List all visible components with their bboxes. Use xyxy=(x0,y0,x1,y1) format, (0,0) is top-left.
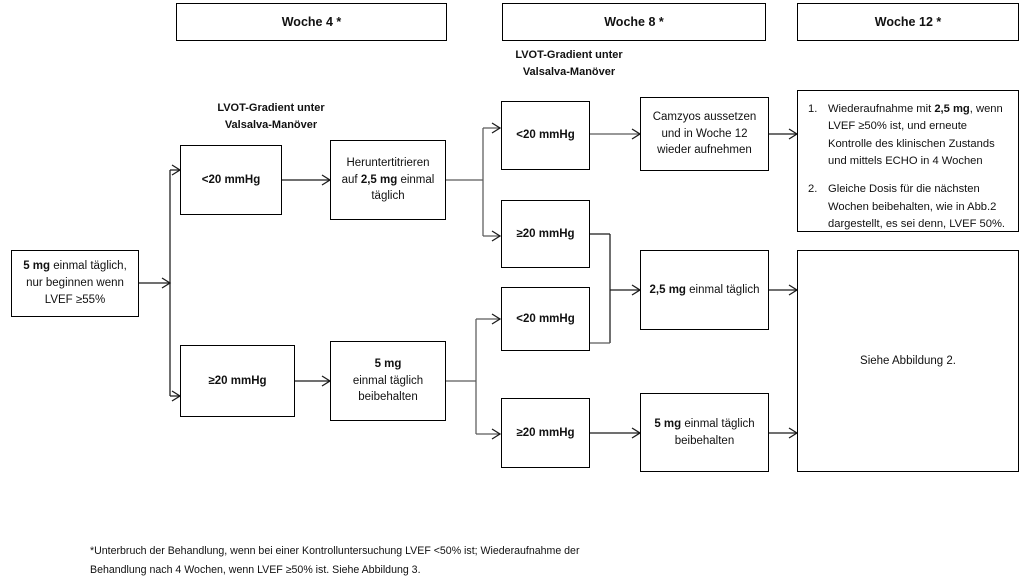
week4-maintain-line3: beibehalten xyxy=(358,391,418,404)
week12-instructions-box: 1. Wiederaufnahme mit 2,5 mg, wenn LVEF … xyxy=(797,90,1019,232)
week8-5mg-rest: einmal täglich xyxy=(681,417,755,430)
start-dose-box: 5 mg einmal täglich, nur beginnen wenn L… xyxy=(11,250,139,317)
header-week-4: Woche 4 * xyxy=(176,3,447,41)
start-dose-line1-rest: einmal täglich, xyxy=(50,260,127,273)
week4-action-downtitrate-box: Heruntertitrieren auf 2,5 mg einmal tägl… xyxy=(330,140,446,220)
footnote-line-1: *Unterbruch der Behandlung, wenn bei ein… xyxy=(90,545,580,557)
lvot-label-week-4-line2: Valsalva-Manöver xyxy=(224,118,318,131)
week4-downtitrate-line3: täglich xyxy=(371,190,405,203)
header-week-8: Woche 8 * xyxy=(502,3,766,41)
week4-gradient-low-box: <20 mmHg xyxy=(180,145,282,215)
week8-5mg-bold: 5 mg xyxy=(654,417,682,430)
week4-action-maintain-text: 5 mg einmal täglich beibehalten xyxy=(347,354,429,408)
week8-action-5mg-box: 5 mg einmal täglich beibehalten xyxy=(640,393,769,472)
week12-instruction-item-2: 2. Gleiche Dosis für die nächsten Wochen… xyxy=(808,181,1010,233)
lvot-label-week-4-line1: LVOT-Gradient unter xyxy=(217,102,325,114)
week4-downtitrate-line1: Heruntertitrieren xyxy=(346,156,430,169)
week8-2-5mg-bold: 2,5 mg xyxy=(649,283,686,296)
week8-action-5mg-text: 5 mg einmal täglich beibehalten xyxy=(648,414,760,451)
week4-gradient-high-label: ≥20 mmHg xyxy=(208,374,267,387)
week8-action-suspend-box: Camzyos aussetzen und in Woche 12 wieder… xyxy=(640,97,769,171)
week12-item-1-bold: 2,5 mg xyxy=(934,103,970,115)
week8-suspend-line1: Camzyos aussetzen xyxy=(652,110,757,123)
week8-suspend-line3: wieder aufnehmen xyxy=(657,144,752,157)
week4-maintain-line1: 5 mg xyxy=(374,357,402,370)
week4-action-downtitrate-text: Heruntertitrieren auf 2,5 mg einmal tägl… xyxy=(336,153,441,207)
start-dose-line1-bold: 5 mg xyxy=(23,260,51,273)
week4-maintain-line2: einmal täglich xyxy=(352,374,424,387)
week4-gradient-high-box: ≥20 mmHg xyxy=(180,345,295,417)
week12-item-1-post: , wenn LVEF ≥50% ist, und erneute Kontro… xyxy=(828,103,1003,168)
week8-branch4-gradient-label: ≥20 mmHg xyxy=(516,426,575,439)
week4-gradient-low-label: <20 mmHg xyxy=(201,173,261,186)
header-week-4-label: Woche 4 * xyxy=(281,14,342,29)
week12-item-1-text: Wiederaufnahme mit 2,5 mg, wenn LVEF ≥50… xyxy=(828,101,1010,170)
week8-action-2-5mg-box: 2,5 mg einmal täglich xyxy=(640,250,769,330)
week8-branch2-gradient-label: ≥20 mmHg xyxy=(516,227,575,240)
week4-downtitrate-line2-pre: auf xyxy=(341,173,361,186)
lvot-label-week-4: LVOT-Gradient unter Valsalva-Manöver xyxy=(178,100,364,133)
lvot-label-week-8-line1: LVOT-Gradient unter xyxy=(515,49,623,61)
lvot-label-week-8-line2: Valsalva-Manöver xyxy=(522,65,616,78)
start-dose-text: 5 mg einmal täglich, nur beginnen wenn L… xyxy=(17,256,133,310)
week8-branch2-gradient-box: ≥20 mmHg xyxy=(501,200,590,268)
week8-branch1-gradient-label: <20 mmHg xyxy=(516,129,575,142)
week4-action-maintain-box: 5 mg einmal täglich beibehalten xyxy=(330,341,446,421)
start-dose-line2: nur beginnen wenn xyxy=(26,277,124,290)
week8-suspend-line2: und in Woche 12 xyxy=(661,127,748,140)
week12-item-1-number: 1. xyxy=(808,103,818,115)
week12-see-figure-label: Siehe Abbildung 2. xyxy=(860,354,956,367)
week12-see-figure-box: Siehe Abbildung 2. xyxy=(797,250,1019,472)
header-week-12-label: Woche 12 * xyxy=(874,14,942,29)
week8-action-2-5mg-text: 2,5 mg einmal täglich xyxy=(644,280,766,301)
week8-branch3-gradient-box: <20 mmHg xyxy=(501,287,590,351)
week8-action-suspend-text: Camzyos aussetzen und in Woche 12 wieder… xyxy=(647,107,763,161)
footnote: *Unterbruch der Behandlung, wenn bei ein… xyxy=(90,542,650,579)
week12-instruction-item-1: 1. Wiederaufnahme mit 2,5 mg, wenn LVEF … xyxy=(808,101,1010,170)
week4-downtitrate-line2-post: einmal xyxy=(397,173,435,186)
start-dose-line3: LVEF ≥55% xyxy=(44,293,106,306)
week4-downtitrate-line2-bold: 2,5 mg xyxy=(360,173,398,186)
week8-branch4-gradient-box: ≥20 mmHg xyxy=(501,398,590,468)
week8-5mg-line2: beibehalten xyxy=(674,434,735,447)
header-week-8-label: Woche 8 * xyxy=(604,14,664,29)
footnote-line-2: Behandlung nach 4 Wochen, wenn LVEF ≥50%… xyxy=(90,563,421,576)
lvot-label-week-8: LVOT-Gradient unter Valsalva-Manöver xyxy=(476,47,662,80)
week12-item-2-text: Gleiche Dosis für die nächsten Wochen be… xyxy=(828,183,1006,231)
week8-2-5mg-rest: einmal täglich xyxy=(685,283,760,296)
week12-item-2-number: 2. xyxy=(808,183,818,196)
header-week-12: Woche 12 * xyxy=(797,3,1019,41)
week12-item-1-pre: Wiederaufnahme mit xyxy=(828,103,935,115)
week8-branch3-gradient-label: <20 mmHg xyxy=(516,312,575,325)
week8-branch1-gradient-box: <20 mmHg xyxy=(501,101,590,170)
